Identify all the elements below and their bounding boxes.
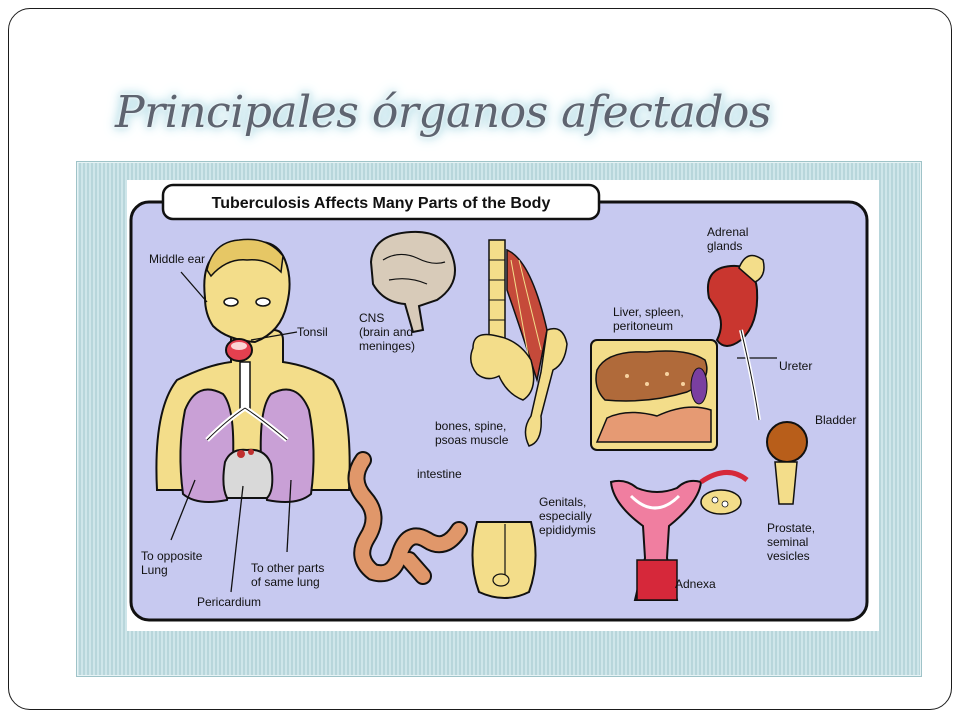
label-liver-2: peritoneum	[613, 319, 673, 333]
liver-spleen	[590, 339, 718, 451]
kidney-urinary-tract	[707, 254, 808, 505]
label-other-parts-2: of same lung	[251, 575, 320, 589]
label-adrenal-2: glands	[707, 239, 742, 253]
label-cns-1: CNS	[359, 311, 384, 325]
label-pericardium: Pericardium	[197, 595, 261, 609]
intestine	[347, 451, 468, 585]
label-intestine: intestine	[417, 467, 462, 481]
tuberculosis-illustration: Tuberculosis Affects Many Parts of the B…	[127, 180, 879, 631]
label-bladder: Bladder	[815, 413, 856, 427]
banner: Tuberculosis Affects Many Parts of the B…	[161, 183, 601, 221]
label-other-parts-1: To other parts	[251, 561, 324, 575]
label-middle-ear: Middle ear	[149, 252, 205, 266]
labels: Middle ear Tonsil CNS (brain and meninge…	[141, 225, 856, 609]
label-bones-2: psoas muscle	[435, 433, 509, 447]
label-genitals-1: Genitals,	[539, 495, 586, 509]
label-genitals-3: epididymis	[539, 523, 596, 537]
label-bones-1: bones, spine,	[435, 419, 506, 433]
label-liver-1: Liver, spleen,	[613, 305, 684, 319]
label-opposite-lung-2: Lung	[141, 563, 168, 577]
label-prostate-3: vesicles	[767, 549, 810, 563]
label-opposite-lung-1: To opposite	[141, 549, 203, 563]
spine-pelvis	[470, 239, 568, 447]
brain	[369, 230, 456, 334]
leader-lines	[170, 271, 777, 593]
label-tonsil: Tonsil	[297, 325, 328, 339]
torso-figure	[155, 238, 351, 503]
label-cns-3: meninges)	[359, 339, 415, 353]
label-adrenal-1: Adrenal	[707, 225, 748, 239]
slide: Principales órganos afectados Tuberculos…	[8, 8, 952, 710]
genital-male	[471, 521, 537, 599]
banner-text: Tuberculosis Affects Many Parts of the B…	[212, 195, 551, 212]
slide-title: Principales órganos afectados	[115, 87, 772, 138]
uterus-adnexa	[609, 470, 749, 601]
label-prostate-1: Prostate,	[767, 521, 815, 535]
label-adnexa: Adnexa	[675, 577, 716, 591]
label-prostate-2: seminal	[767, 535, 808, 549]
label-genitals-2: especially	[539, 509, 592, 523]
label-cns-2: (brain and	[359, 325, 413, 339]
label-ureter: Ureter	[779, 359, 812, 373]
